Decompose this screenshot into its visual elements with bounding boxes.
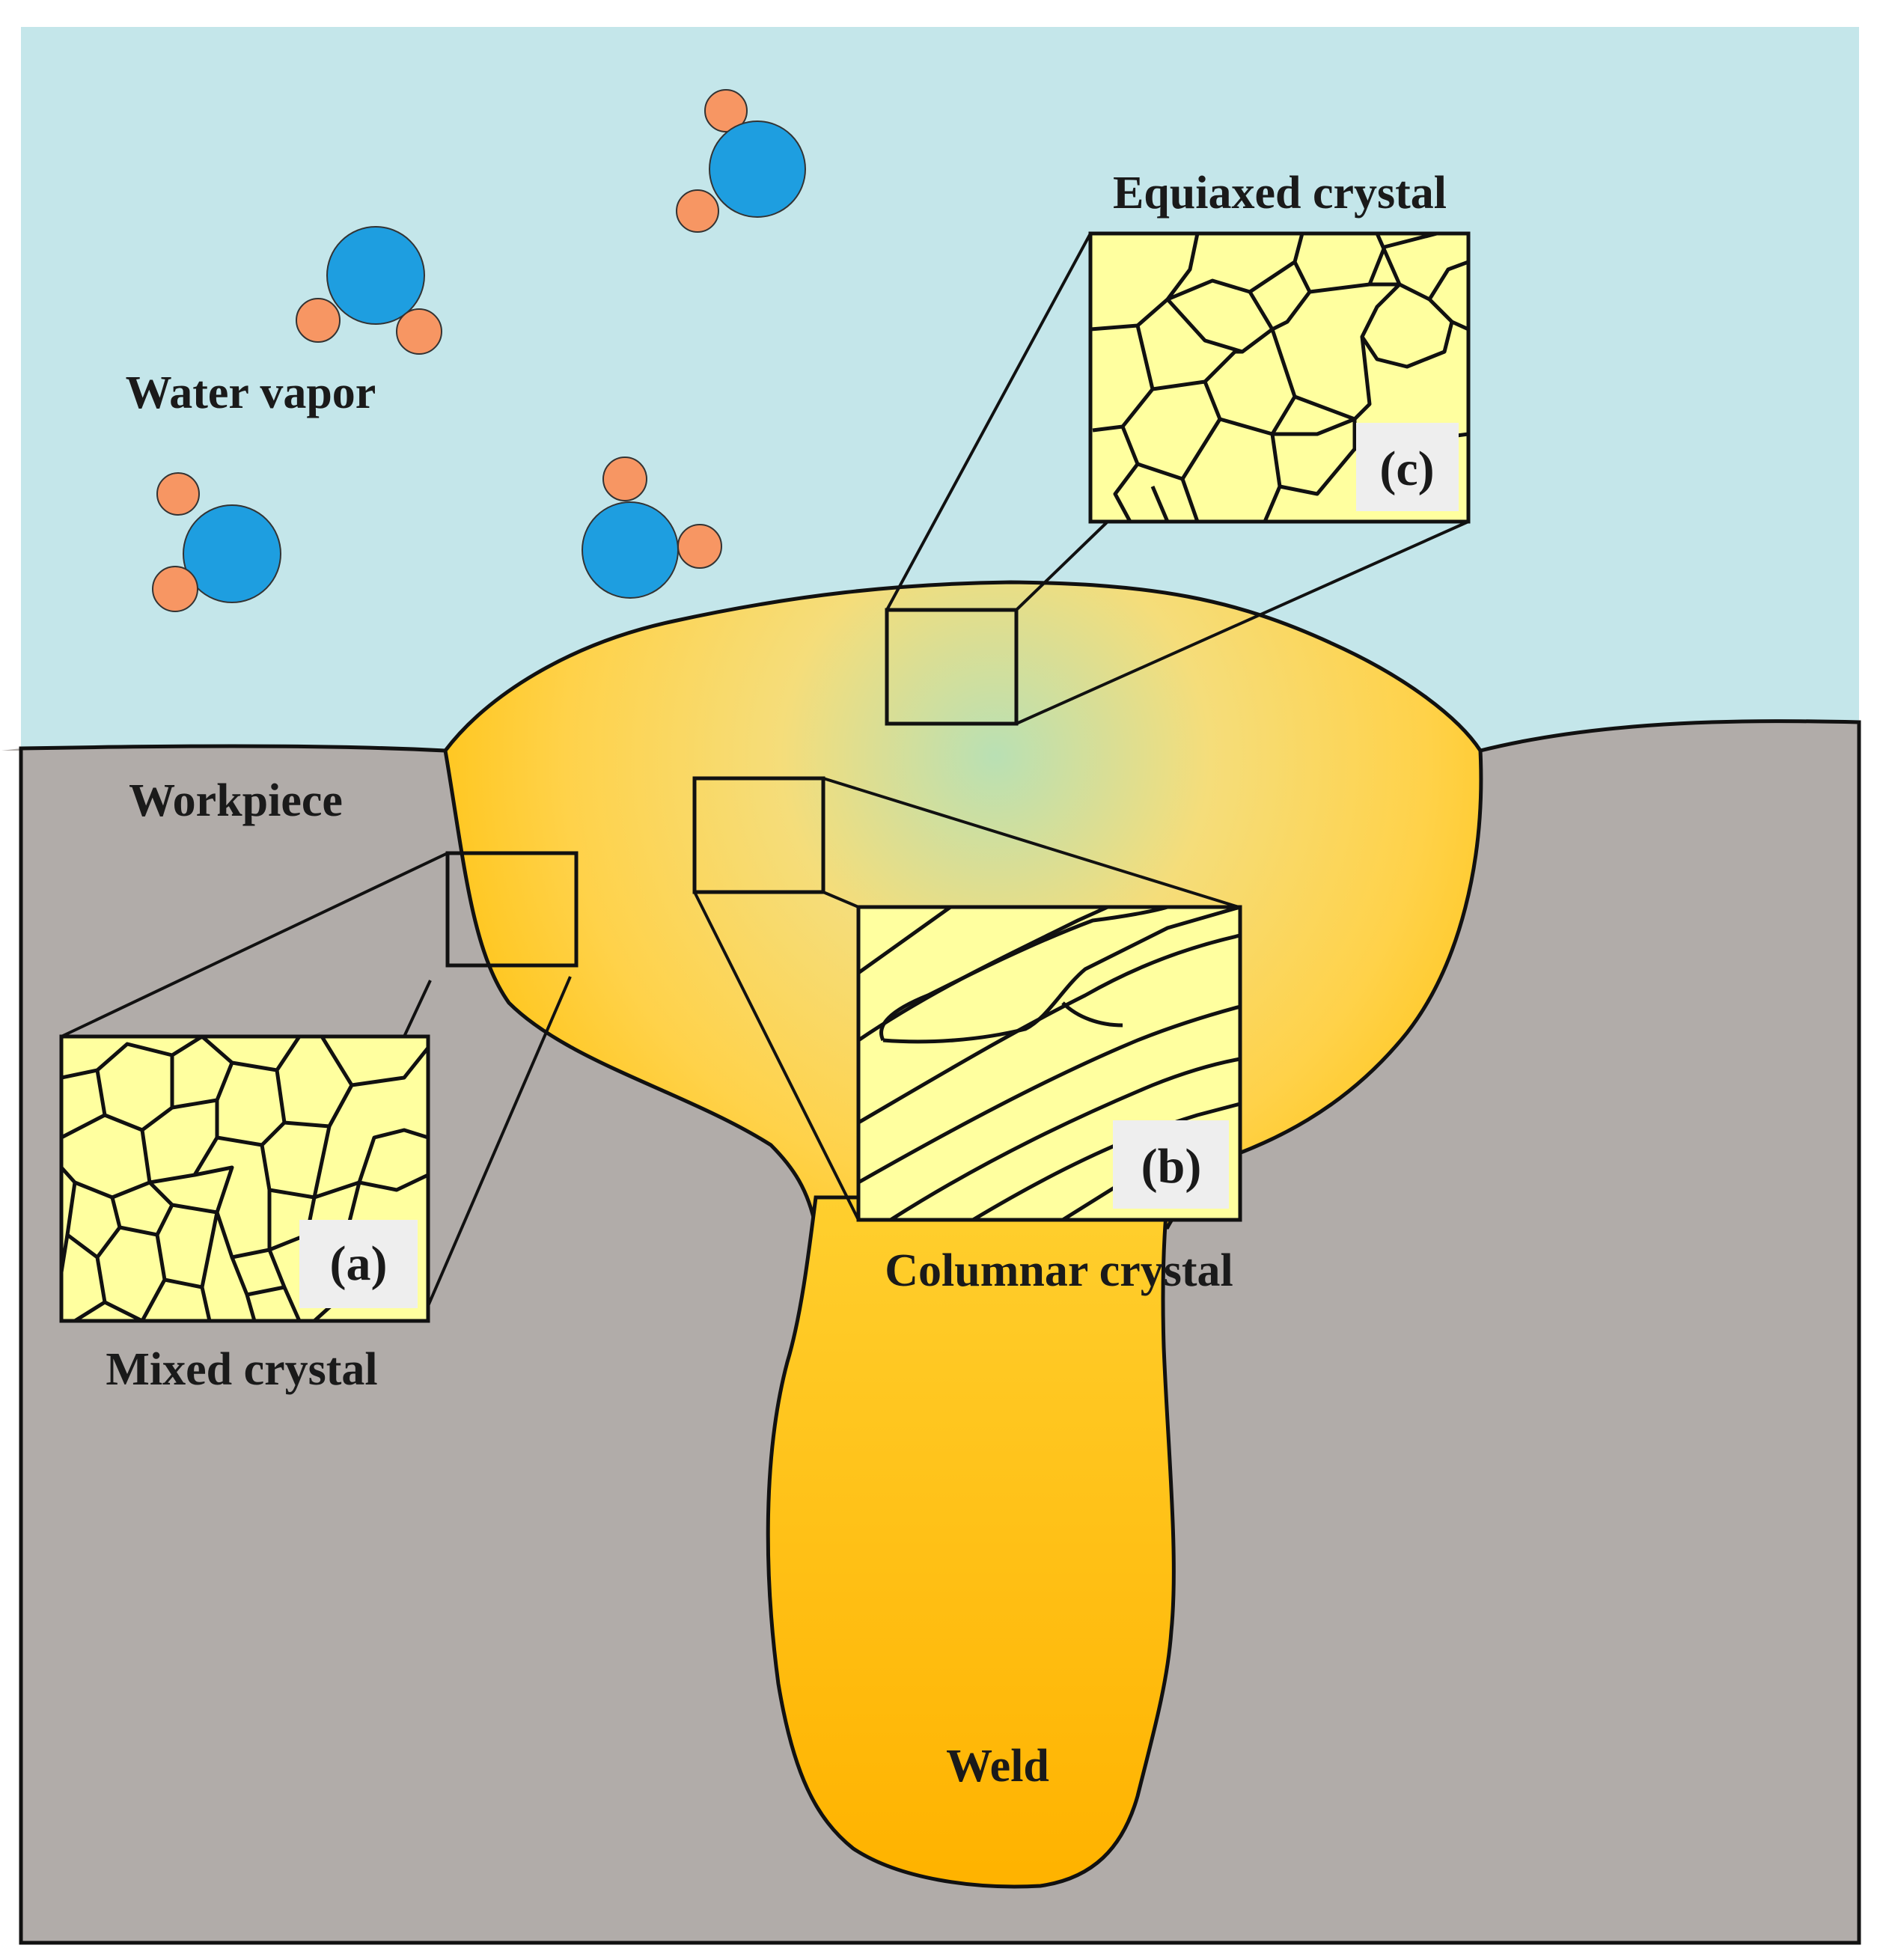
- inset-b-tag: (b): [1141, 1139, 1202, 1194]
- inset-c-tag: (c): [1379, 442, 1434, 496]
- water-molecule-icon: [296, 226, 442, 355]
- zoom-box-a-source: [445, 851, 579, 968]
- water-molecule-icon: [152, 472, 281, 612]
- water-molecule-icon: [676, 89, 806, 233]
- inset-a-mixed-crystal: (a): [59, 1034, 430, 1323]
- weld-label: Weld: [946, 1741, 1049, 1792]
- mixed-crystal-label: Mixed crystal: [106, 1344, 377, 1395]
- inset-b-columnar-crystal: (b): [856, 905, 1242, 1222]
- inset-c-equiaxed-crystal: (c): [1088, 231, 1471, 524]
- zoom-box-c-source: [885, 608, 1019, 726]
- inset-a-tag: (a): [330, 1236, 388, 1291]
- water-molecule-icon: [582, 457, 722, 599]
- equiaxed-crystal-label: Equiaxed crystal: [1113, 168, 1447, 219]
- weld-stem: [766, 1195, 1176, 1889]
- workpiece-label: Workpiece: [129, 775, 343, 826]
- zoom-connectors: [61, 233, 1469, 1307]
- water-vapor-label: Water vapor: [126, 367, 376, 418]
- columnar-crystal-label: Columnar crystal: [885, 1245, 1233, 1296]
- zoom-box-b-source: [692, 776, 825, 894]
